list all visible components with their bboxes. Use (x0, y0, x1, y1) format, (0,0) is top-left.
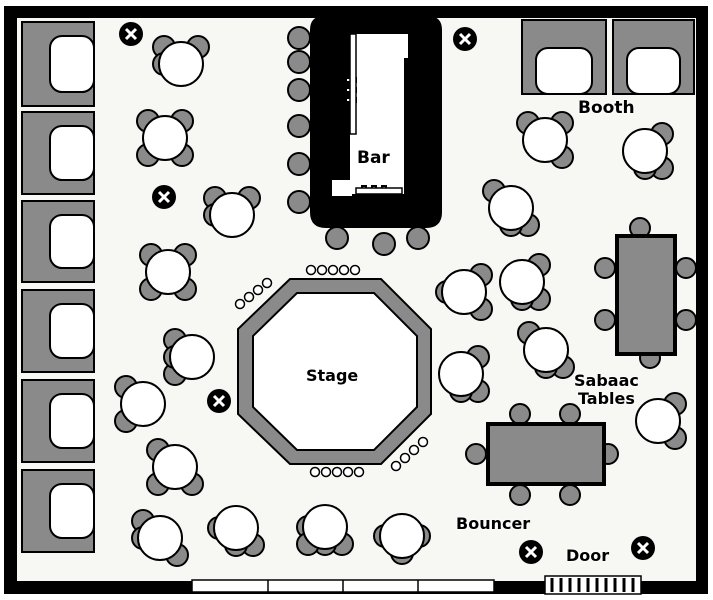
front-window (191, 579, 495, 593)
round-table (158, 41, 204, 87)
round-tables (114, 26, 687, 567)
round-table (137, 515, 183, 561)
x-marker-cross (458, 32, 472, 46)
sabacc-label: Sabaac Tables (574, 371, 639, 408)
x-marker-cross (212, 394, 226, 408)
bar-stool (287, 152, 311, 176)
stage-seat (390, 460, 402, 472)
booth-table (49, 303, 95, 359)
stage-seat (243, 291, 255, 303)
bar-stool (372, 232, 396, 256)
door (544, 575, 642, 595)
booth-table (49, 393, 95, 449)
round-table (438, 351, 484, 397)
booth-table (626, 47, 681, 95)
round-table (488, 185, 534, 231)
round-table (169, 334, 215, 380)
chair (594, 257, 616, 279)
stage-seat (305, 264, 317, 276)
stage-seat (417, 436, 429, 448)
chair (675, 309, 697, 331)
top-right-booths (521, 19, 695, 95)
round-table (523, 327, 569, 373)
stage-seat (261, 277, 273, 289)
round-table (209, 192, 255, 238)
round-table (635, 398, 681, 444)
round-table (120, 381, 166, 427)
door-label: Door (566, 546, 610, 565)
chair (675, 257, 697, 279)
bar-stool (287, 78, 311, 102)
chair (509, 403, 531, 425)
chair (465, 443, 487, 465)
round-table (152, 444, 198, 490)
x-marker-cross (524, 545, 538, 559)
booth-table (49, 35, 95, 93)
bar-stool (325, 226, 349, 250)
round-table (441, 269, 487, 315)
round-table (379, 513, 425, 559)
booth-table (49, 483, 95, 539)
left-booths (21, 21, 95, 553)
sabacc-table-top (486, 422, 606, 486)
stage (237, 278, 432, 465)
x-marker-cross (157, 190, 171, 204)
round-table (499, 259, 545, 305)
stage-seats (234, 264, 429, 478)
bar-label: Bar (357, 148, 390, 168)
bar-stool (287, 50, 311, 74)
bar-stool (406, 226, 430, 250)
round-table (145, 249, 191, 295)
bar-stool (287, 190, 311, 214)
chair (509, 484, 531, 506)
stage-seat (331, 466, 343, 478)
x-marker-cross (124, 27, 138, 41)
booth-label: Booth (578, 98, 635, 118)
bouncer-label: Bouncer (456, 514, 531, 533)
booth-table (49, 125, 95, 181)
bar-stool (287, 114, 311, 138)
chair (559, 484, 581, 506)
x-markers (119, 22, 655, 564)
bar-stool (287, 26, 311, 50)
stage-seat (338, 264, 350, 276)
stage-seat (327, 264, 339, 276)
stage-seat (399, 452, 411, 464)
round-table (213, 505, 259, 551)
stage-seat (252, 284, 264, 296)
sabacc-table-top (615, 234, 677, 356)
booth-table (49, 214, 95, 269)
booth-table (535, 47, 593, 95)
round-table (142, 115, 188, 161)
stage-seat (316, 264, 328, 276)
stage-seat (408, 444, 420, 456)
stage-label: Stage (306, 366, 359, 385)
stage-seat (234, 298, 246, 310)
stage-seat (309, 466, 321, 478)
stage-seat (353, 466, 365, 478)
sabacc-tables (465, 217, 697, 506)
round-table (622, 128, 668, 174)
stage-seat (320, 466, 332, 478)
bar-counter (310, 16, 442, 228)
stage-seat (342, 466, 354, 478)
stage-seat (349, 264, 361, 276)
x-marker-cross (636, 541, 650, 555)
chair (594, 309, 616, 331)
round-table (302, 504, 348, 550)
round-table (522, 117, 568, 163)
